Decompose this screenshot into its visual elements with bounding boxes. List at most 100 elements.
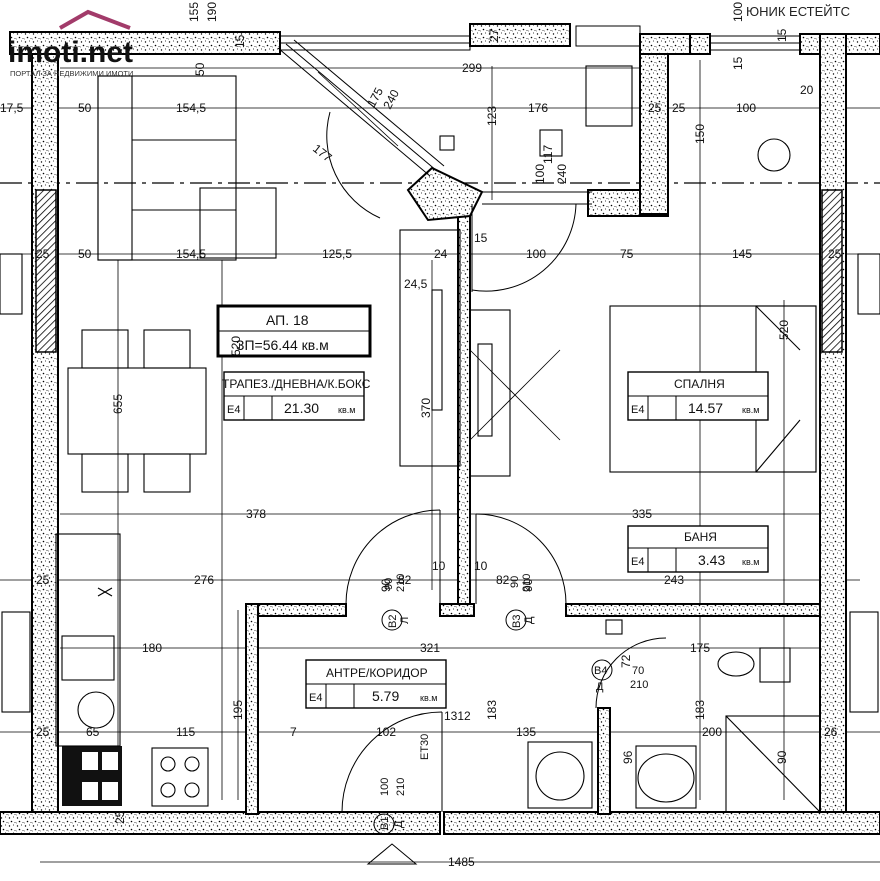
dimension-label: 145	[732, 247, 752, 261]
dimension-label: 102	[376, 725, 396, 739]
door-label-b1: B1	[379, 817, 391, 830]
door-label-b4: B4	[594, 665, 607, 677]
door-sub-b4: Д	[596, 681, 604, 693]
dimension-label: 50	[78, 247, 92, 261]
door-tag-b3: B3 Д 90 210	[505, 574, 535, 631]
room-area-hall: 5.79	[372, 688, 399, 704]
room-name-bath: БАНЯ	[684, 530, 717, 544]
room-unit-living: кв.м	[338, 405, 355, 415]
dimension-label: 123	[485, 106, 499, 126]
dimension-label: 243	[664, 573, 684, 587]
dimension-label: 20	[800, 83, 814, 97]
dims-row6: 25 65 115 7 102 135 200 26	[36, 725, 838, 739]
dimension-label: 100	[736, 101, 756, 115]
room-tag-bedroom: СПАЛНЯ E4 14.57 кв.м	[627, 371, 769, 421]
door-label-b3: B3	[511, 615, 523, 628]
dimension-label: 335	[632, 507, 652, 521]
room-tag-living: ТРАПЕЗ./ДНЕВНА/К.БОКС E4 21.30 кв.м	[222, 371, 371, 421]
dimension-label: 100	[526, 247, 546, 261]
apartment-label: АП. 18 ЗП=56.44 кв.м	[216, 304, 372, 358]
door-h-b4: 210	[630, 679, 648, 691]
dimension-label: 155	[187, 2, 201, 22]
room-area-living: 21.30	[284, 400, 319, 416]
room-code-bedroom: E4	[631, 404, 644, 416]
dimension-label: 25	[36, 725, 50, 739]
dimension-label: 183	[485, 700, 499, 720]
dimension-label: 135	[516, 725, 536, 739]
dimension-label: 25	[828, 247, 842, 261]
axis-lines	[0, 60, 880, 863]
dimension-label: 27	[487, 28, 501, 42]
dimension-label: 177	[310, 141, 335, 165]
dimension-label: 26	[824, 725, 838, 739]
dimension-label: 25	[113, 810, 127, 824]
watermark-text: ЮНИК ЕСТЕЙТС	[746, 4, 850, 19]
room-unit-hall: кв.м	[420, 693, 437, 703]
dimension-label: 299	[462, 61, 482, 75]
dimension-label: 154,5	[176, 247, 206, 261]
dimension-label: 115	[176, 725, 195, 739]
dimension-label: 655	[111, 394, 125, 414]
door-tag-b4: B4 Д 70 210	[591, 659, 648, 693]
dimension-label: 276	[194, 573, 214, 587]
door-tag-b2: B2 Л 90 210	[381, 574, 411, 631]
dimension-label: 100	[533, 164, 547, 184]
dimension-label: 100	[731, 2, 745, 22]
dimension-label: 90	[521, 578, 535, 592]
dimension-label: 520	[229, 336, 243, 356]
dimension-label: 15	[233, 34, 247, 48]
door-w-b2: 90	[383, 578, 395, 590]
dims-row1: 17,5 50 154,5 176 25 25 100 20	[0, 83, 814, 115]
door-label-b2: B2	[387, 615, 399, 628]
door-w-b1: 100	[379, 778, 391, 796]
room-code-hall: E4	[309, 692, 322, 704]
door-w-b3: 90	[509, 576, 521, 588]
walls	[0, 23, 880, 835]
dimension-label: 72	[619, 654, 633, 668]
door-sub-b1: Д	[393, 820, 405, 828]
dimension-label: 90	[775, 750, 789, 764]
room-name-bedroom: СПАЛНЯ	[674, 377, 725, 391]
dimension-label: 25	[36, 573, 50, 587]
dimension-label: 370	[419, 398, 433, 418]
door-sub-b2: Л	[399, 617, 411, 624]
dimension-label: 7	[290, 725, 297, 739]
dims-row4: 25 276 90 82 10 10 82 90 243	[36, 559, 684, 592]
dimension-label: 24	[434, 247, 448, 261]
dim-bottom-total: 1485	[448, 855, 475, 869]
dimension-label: 154,5	[176, 101, 206, 115]
dimension-label: 50	[78, 101, 92, 115]
electrical-label: ЕТ30	[419, 734, 431, 760]
dimension-label: 176	[528, 101, 548, 115]
dimension-label: 175	[690, 641, 710, 655]
bay-window	[277, 39, 592, 219]
door-h-b1: 210	[395, 778, 407, 796]
dimension-label: 10	[432, 559, 446, 573]
dimension-label: 180	[142, 641, 162, 655]
room-unit-bath: кв.м	[742, 557, 759, 567]
room-code-bath: E4	[631, 556, 644, 568]
dimension-label: 10	[474, 559, 488, 573]
furniture-bath	[0, 65, 880, 813]
dimension-label: 96	[621, 750, 635, 764]
door-h-b3: 210	[521, 574, 533, 592]
room-tag-hall: АНТРЕ/КОРИДОР E4 5.79 кв.м	[305, 659, 447, 709]
dimension-label: 378	[246, 507, 266, 521]
dimension-label: 90	[379, 578, 393, 592]
door-sub-b3: Д	[523, 616, 535, 624]
dimension-label: 190	[205, 2, 219, 22]
dimension-label: 82	[496, 573, 510, 587]
dimension-label: 82	[398, 573, 412, 587]
room-name-hall: АНТРЕ/КОРИДОР	[326, 666, 428, 680]
dimension-label: 321	[420, 641, 440, 655]
logo-tagline: ПОРТАЛ ЗА НЕДВИЖИМИ ИМОТИ	[10, 69, 133, 78]
logo: imoti.net ПОРТАЛ ЗА НЕДВИЖИМИ ИМОТИ	[8, 9, 133, 78]
dimension-label: 25	[36, 247, 50, 261]
dimension-label: 25	[648, 101, 662, 115]
logo-name: imoti.net	[8, 36, 133, 69]
dimension-label: 65	[86, 725, 100, 739]
apartment-area: ЗП=56.44 кв.м	[236, 337, 329, 353]
room-unit-bedroom: кв.м	[742, 405, 759, 415]
dimension-label: 200	[702, 725, 722, 739]
